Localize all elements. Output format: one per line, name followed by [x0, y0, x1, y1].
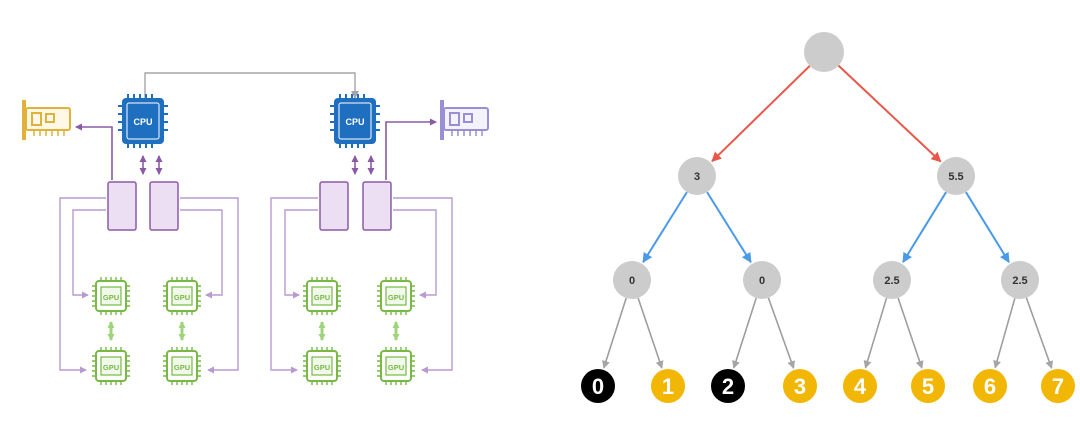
tree-leaf-circle: [1041, 369, 1075, 403]
gpu-label: GPU: [314, 293, 330, 302]
tree-edge: [902, 191, 947, 263]
tree-edge: [706, 191, 752, 264]
gpu-label: GPU: [174, 363, 190, 372]
tree-leaf-circle: [783, 369, 817, 403]
tree-node-circle: [873, 261, 911, 299]
tree-node-circle: [613, 261, 651, 299]
pcie-switch: [362, 181, 392, 231]
tree-leaf-label: 4: [854, 374, 867, 399]
gpu-gpu-links: [107, 321, 400, 341]
nic-card-right-icon: [440, 100, 489, 140]
tree-edge: [642, 191, 688, 264]
tree-edge: [965, 191, 1010, 263]
tree-node-circle: [678, 157, 716, 195]
gpu-chip-icon: GPU: [377, 277, 415, 315]
tree-leaf: 7: [1041, 369, 1075, 403]
gpu-chip-icon: GPU: [303, 347, 341, 385]
tree-edge: [602, 297, 627, 369]
tree-node: 2.5: [873, 261, 911, 299]
gpu-layer: GPU GPU GPU GPU GPU GPU GPU GPU: [92, 277, 415, 385]
tree-leaf-label: 3: [794, 374, 806, 399]
tree-leaf: 1: [651, 369, 685, 403]
tree-leaf: 0: [581, 369, 615, 403]
tree-edge: [637, 297, 664, 369]
pcie-switch: [107, 181, 137, 231]
tree-node: [804, 32, 844, 72]
pcie-switch: [319, 181, 349, 231]
tree-node: 0: [613, 261, 651, 299]
tree-leaf-label: 7: [1052, 374, 1064, 399]
cpu-label: CPU: [345, 117, 364, 127]
tree-leaf-circle: [843, 369, 877, 403]
tree-leaf-label: 5: [922, 374, 934, 399]
tree-node-label: 0: [629, 275, 635, 287]
tree-node: 0: [743, 261, 781, 299]
tree-node: 3: [678, 157, 716, 195]
tree-leaf-label: 0: [592, 374, 604, 399]
cpu-right: CPU: [330, 94, 380, 148]
tree-node-label: 0: [759, 275, 765, 287]
tree-edge: [711, 64, 812, 163]
tree-node-label: 2.5: [884, 275, 899, 287]
tree-leaf: 4: [843, 369, 877, 403]
tree-leaf-label: 1: [662, 374, 674, 399]
tree-leaf-label: 6: [984, 374, 996, 399]
cpu-label: CPU: [133, 117, 152, 127]
tree-leaf-circle: [581, 369, 615, 403]
gpu-label: GPU: [103, 293, 119, 302]
gpu-label: GPU: [103, 363, 119, 372]
gpu-label: GPU: [174, 293, 190, 302]
tree-edges: [602, 64, 1053, 370]
tree-edge: [732, 297, 757, 369]
tree-node: 5.5: [937, 157, 975, 195]
reduction-tree: 3 5.5 0 0 2.5 2.5 0 1 2 3 4 5 6 7: [581, 32, 1075, 403]
gpu-chip-icon: GPU: [163, 277, 201, 315]
tree-leaf: 3: [783, 369, 817, 403]
tree-edge: [1025, 297, 1053, 370]
tree-node-label: 3: [694, 171, 700, 183]
tree-leaf: 5: [911, 369, 945, 403]
gpu-chip-icon: GPU: [377, 347, 415, 385]
tree-edge: [767, 297, 795, 370]
gpu-chip-icon: GPU: [163, 347, 201, 385]
tree-node-label: 5.5: [948, 171, 963, 183]
tree-edge: [993, 298, 1016, 369]
tree-leaf: 6: [973, 369, 1007, 403]
tree-leaf-label: 2: [722, 374, 734, 399]
tree-node-circle: [1001, 261, 1039, 299]
nic-card-left-icon: [22, 100, 71, 140]
tree-node-circle: [804, 32, 844, 72]
cpu-interconnect-link: [144, 72, 359, 99]
cpu-left: CPU: [118, 94, 168, 148]
tree-edge: [897, 297, 924, 369]
tree-leaf-circle: [973, 369, 1007, 403]
tree-edge: [837, 64, 942, 163]
gpu-chip-icon: GPU: [92, 347, 130, 385]
tree-leaf-circle: [711, 369, 745, 403]
tree-leaf: 2: [711, 369, 745, 403]
tree-leaf-circle: [911, 369, 945, 403]
tree-leaf-circle: [651, 369, 685, 403]
tree-node: 2.5: [1001, 261, 1039, 299]
gpu-label: GPU: [314, 363, 330, 372]
pcie-switch: [149, 181, 179, 231]
tree-node-circle: [743, 261, 781, 299]
hardware-topology: CPU CPU: [22, 72, 489, 385]
tree-node-label: 2.5: [1012, 275, 1027, 287]
tree-edge: [863, 297, 888, 369]
gpu-label: GPU: [388, 293, 404, 302]
switch-gpu-links: [59, 197, 453, 374]
gpu-label: GPU: [388, 363, 404, 372]
gpu-chip-icon: GPU: [92, 277, 130, 315]
gpu-chip-icon: GPU: [303, 277, 341, 315]
tree-node-circle: [937, 157, 975, 195]
cpu-switch-links: [75, 118, 437, 180]
